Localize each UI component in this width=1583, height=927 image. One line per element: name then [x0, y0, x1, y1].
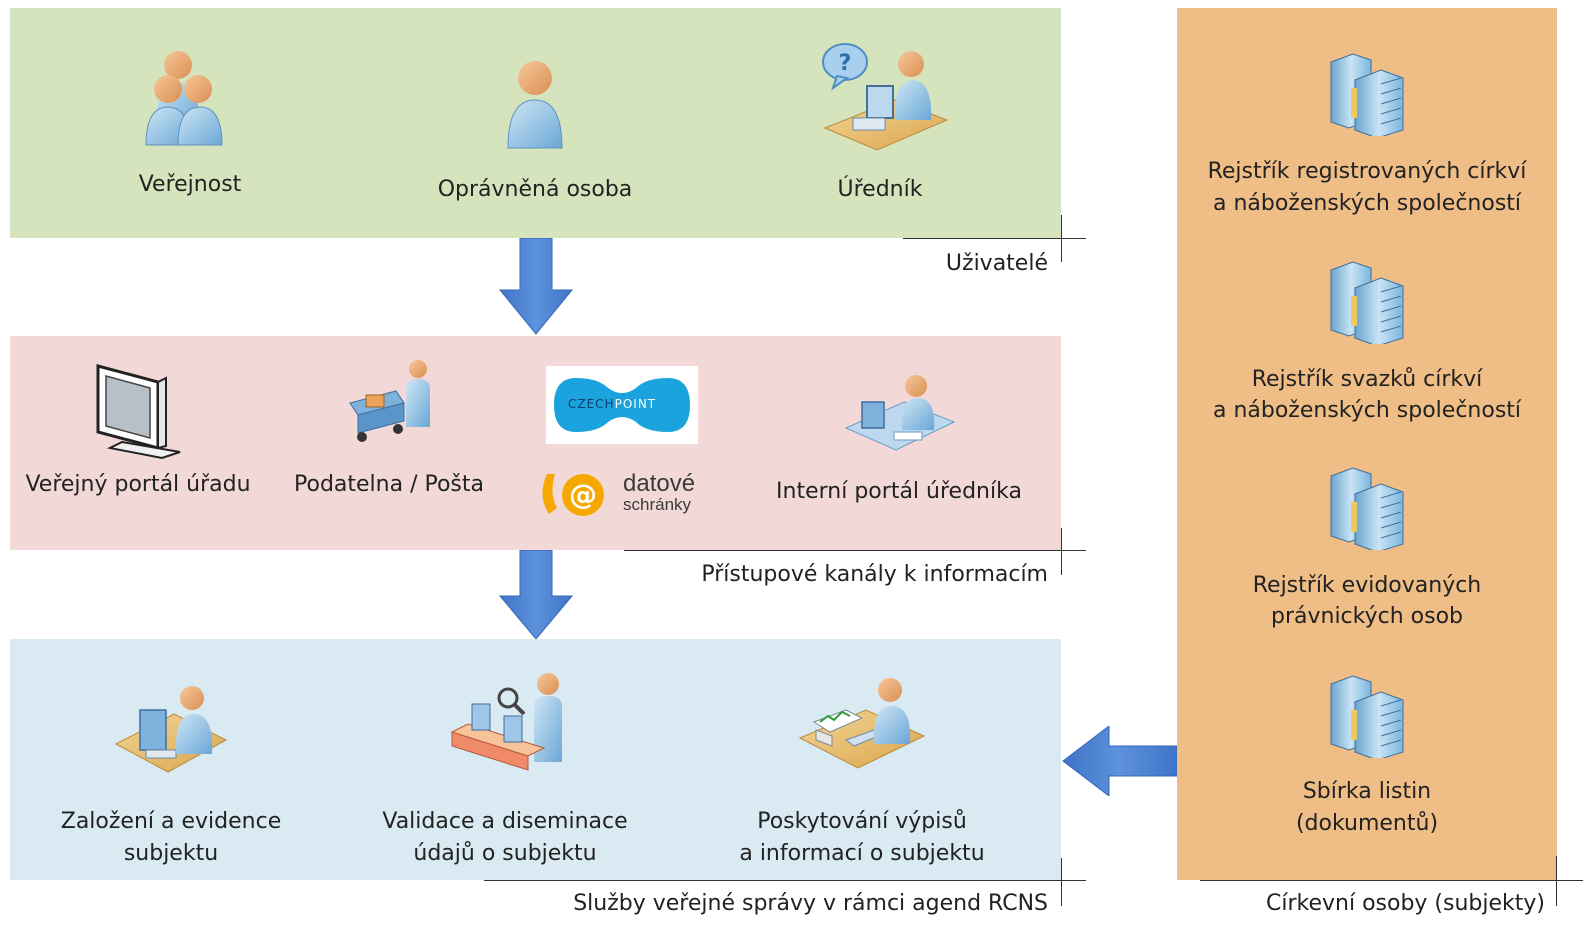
registry-label: a náboženských společností	[1212, 398, 1522, 423]
registry-label: (dokumentů)	[1295, 811, 1439, 836]
registry-label: Rejstřík evidovaných	[1252, 573, 1482, 598]
corner-line	[1556, 856, 1557, 906]
server-icon	[1330, 53, 1404, 136]
corner-line	[1061, 858, 1062, 906]
datove-text: datové	[623, 470, 696, 497]
czechpoint-logo-icon	[554, 378, 690, 432]
item-label: Úředník	[837, 177, 923, 202]
item-label: údajů o subjektu	[413, 841, 597, 866]
czechpoint-text-a: CZECH	[568, 397, 615, 411]
czechpoint-text-b: POINT	[614, 397, 657, 411]
corner-line	[484, 880, 1086, 881]
registry-label: Sbírka listin	[1302, 779, 1432, 804]
mail-cart-icon	[349, 360, 430, 442]
arrow-down-icon	[498, 238, 574, 335]
server-icon	[1330, 261, 1404, 344]
corner-line	[1061, 215, 1062, 262]
conveyor-inspection-icon	[450, 673, 562, 771]
item-label: Interní portál úředníka	[776, 479, 1022, 504]
computer-workstation-icon	[114, 686, 228, 773]
corner-line	[1200, 880, 1583, 881]
datove-schranky-logo[interactable]: @ datové schránky	[535, 470, 715, 520]
item-label: subjektu	[123, 841, 219, 866]
registry-label: Rejstřík registrovaných církví	[1207, 159, 1527, 184]
services-caption: Služby veřejné správy v rámci agend RCNS	[573, 891, 1048, 916]
corner-line	[1061, 528, 1062, 575]
corner-line	[624, 550, 1086, 551]
users-caption: Uživatelé	[945, 251, 1048, 276]
registry-label: právnických osob	[1270, 604, 1464, 629]
clerk-computer-icon	[844, 375, 956, 451]
svg-text:@: @	[569, 478, 597, 511]
person-icon	[507, 61, 563, 149]
czechpoint-logo[interactable]: CZECHPOINT	[546, 366, 698, 444]
clerk-desk-icon: ?	[822, 43, 949, 151]
item-label: Veřejný portál úřadu	[25, 472, 251, 497]
corner-line	[903, 238, 1086, 239]
server-icon	[1330, 675, 1404, 758]
server-icon	[1330, 467, 1404, 550]
arrow-down-icon	[498, 550, 574, 640]
item-label: Založení a evidence	[60, 809, 282, 834]
item-label: Veřejnost	[138, 172, 242, 197]
reports-desk-icon	[798, 678, 926, 769]
svg-text:?: ?	[839, 51, 852, 76]
arrow-left-icon	[1062, 726, 1178, 796]
item-label: Validace a diseminace	[382, 809, 628, 834]
monitor-icon	[96, 364, 181, 460]
registry-label: Rejstřík svazků církví	[1251, 367, 1483, 392]
at-sign-icon: @	[542, 474, 604, 516]
channels-caption: Přístupové kanály k informacím	[701, 562, 1048, 587]
registries-caption: Církevní osoby (subjekty)	[1265, 891, 1545, 916]
registry-label: a náboženských společností	[1212, 191, 1522, 216]
item-label: a informací o subjektu	[739, 841, 985, 866]
item-label: Oprávněná osoba	[437, 177, 633, 202]
schranky-text: schránky	[623, 495, 692, 514]
people-group-icon	[145, 51, 223, 146]
item-label: Podatelna / Pošta	[294, 472, 484, 497]
item-label: Poskytování výpisů	[757, 809, 967, 834]
